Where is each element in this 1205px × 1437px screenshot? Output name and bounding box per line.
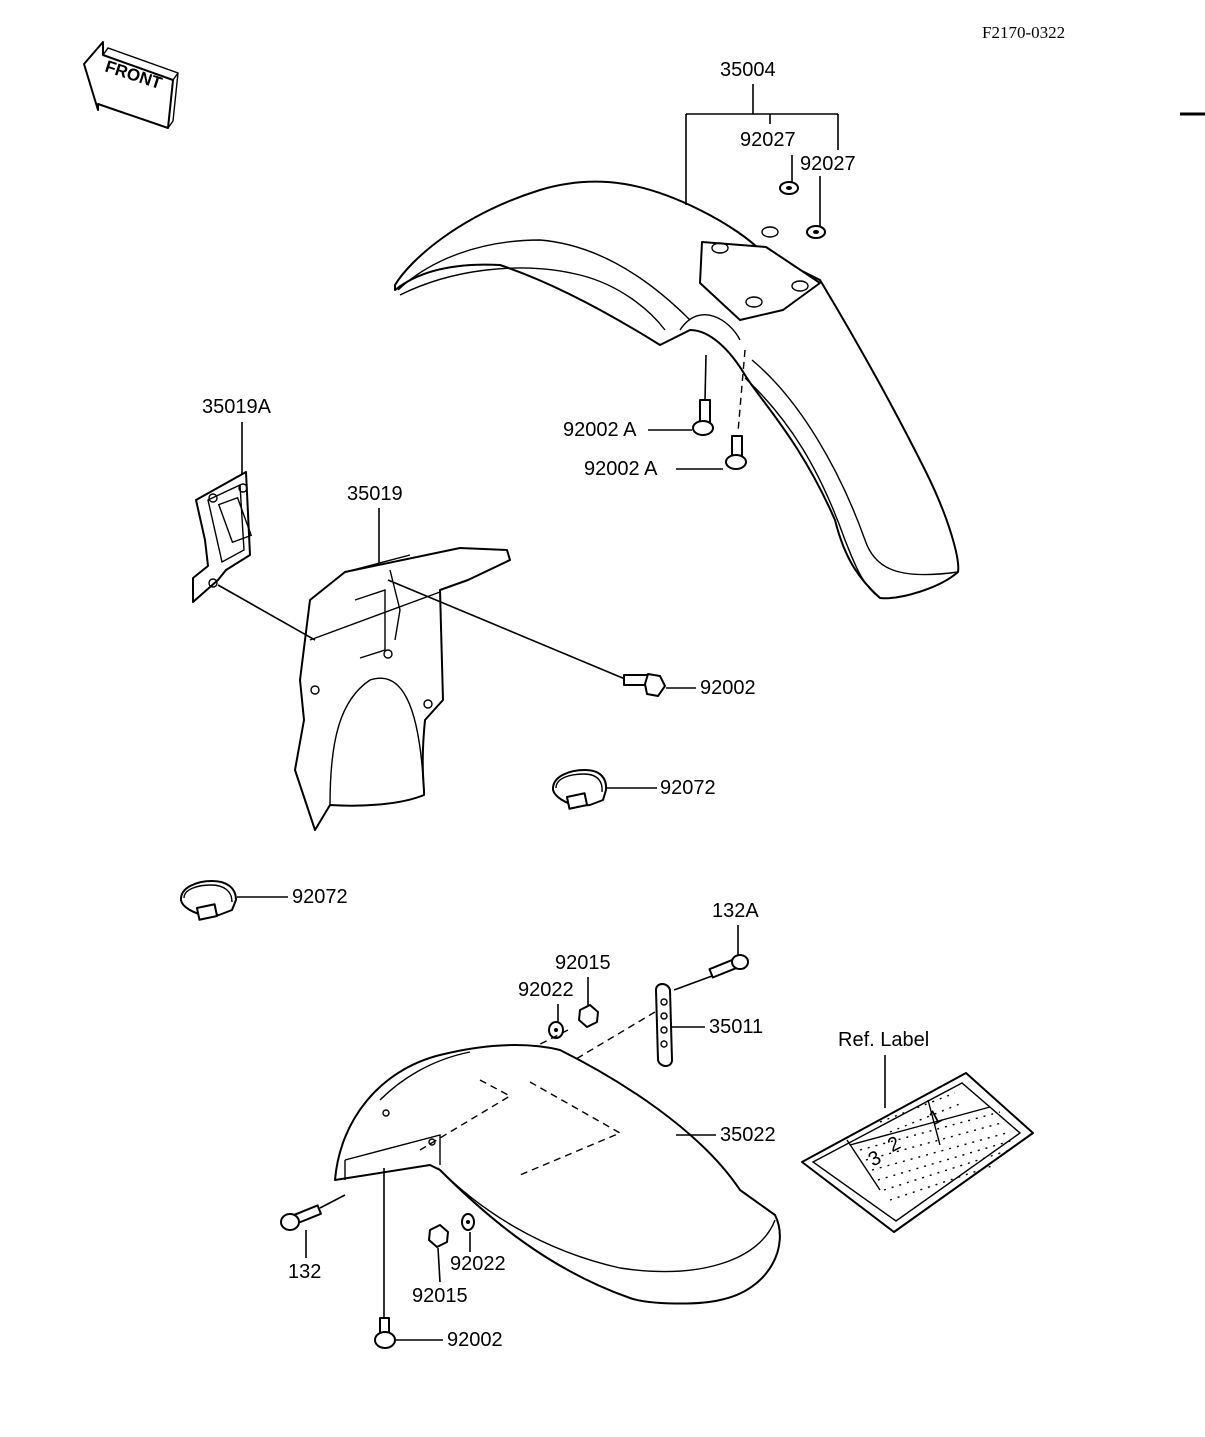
label-92002a-2: 92002 A	[584, 458, 658, 480]
label-35019a: 35019A	[202, 396, 272, 418]
leader-bolt-fender	[319, 1194, 346, 1209]
bolt-icon	[623, 673, 666, 697]
label-132a: 132A	[712, 900, 759, 922]
label-92022-bottom: 92022	[450, 1253, 506, 1275]
leader-flap-bolt	[387, 579, 626, 680]
label-35011: 35011	[709, 1016, 763, 1038]
rear-fender-illustration	[334, 1044, 781, 1305]
washer-icon	[461, 1213, 475, 1231]
nut-icon	[806, 176, 826, 239]
diagram-code: F2170-0322	[982, 23, 1065, 42]
leader-92015-bottom	[437, 1247, 441, 1283]
bolt-icon	[708, 954, 749, 979]
washer-icon	[548, 1021, 564, 1039]
label-92015-top: 92015	[555, 952, 611, 974]
ref-label-title: Ref. Label	[838, 1029, 929, 1051]
bolt-icon	[280, 1204, 322, 1231]
bolt-icon	[692, 354, 714, 436]
label-92027-b: 92027	[800, 153, 856, 175]
label-35019: 35019	[347, 483, 403, 505]
leader-bracket-flap	[217, 584, 316, 641]
nut-icon	[428, 1224, 449, 1248]
front-arrow-icon: FRONT	[83, 41, 179, 129]
clamp-icon	[551, 769, 608, 810]
front-fender-illustration	[394, 180, 960, 600]
clamp-icon	[179, 880, 237, 921]
leader-35004	[685, 84, 839, 205]
bolt-icon	[374, 1317, 396, 1349]
nut-icon	[779, 155, 799, 195]
nut-icon	[578, 1004, 599, 1028]
label-92002: 92002	[700, 677, 756, 699]
front-flap-illustration	[294, 547, 511, 831]
label-92015-bottom: 92015	[412, 1285, 468, 1307]
reference-label-illustration: 3 2 1	[801, 1072, 1034, 1233]
label-92072-b: 92072	[292, 886, 348, 908]
bracket-plate-illustration	[192, 471, 253, 603]
label-132: 132	[288, 1261, 321, 1283]
label-92002a-1: 92002 A	[563, 419, 637, 441]
label-92002-bottom: 92002	[447, 1329, 503, 1351]
leader-bolt-bracket	[673, 975, 713, 991]
label-35004: 35004	[720, 59, 776, 81]
label-92027-a: 92027	[740, 129, 796, 151]
bolt-icon	[725, 349, 747, 470]
rear-bracket-illustration	[655, 983, 673, 1067]
label-35022: 35022	[720, 1124, 776, 1146]
label-92022-top: 92022	[518, 979, 574, 1001]
label-92072-a: 92072	[660, 777, 716, 799]
